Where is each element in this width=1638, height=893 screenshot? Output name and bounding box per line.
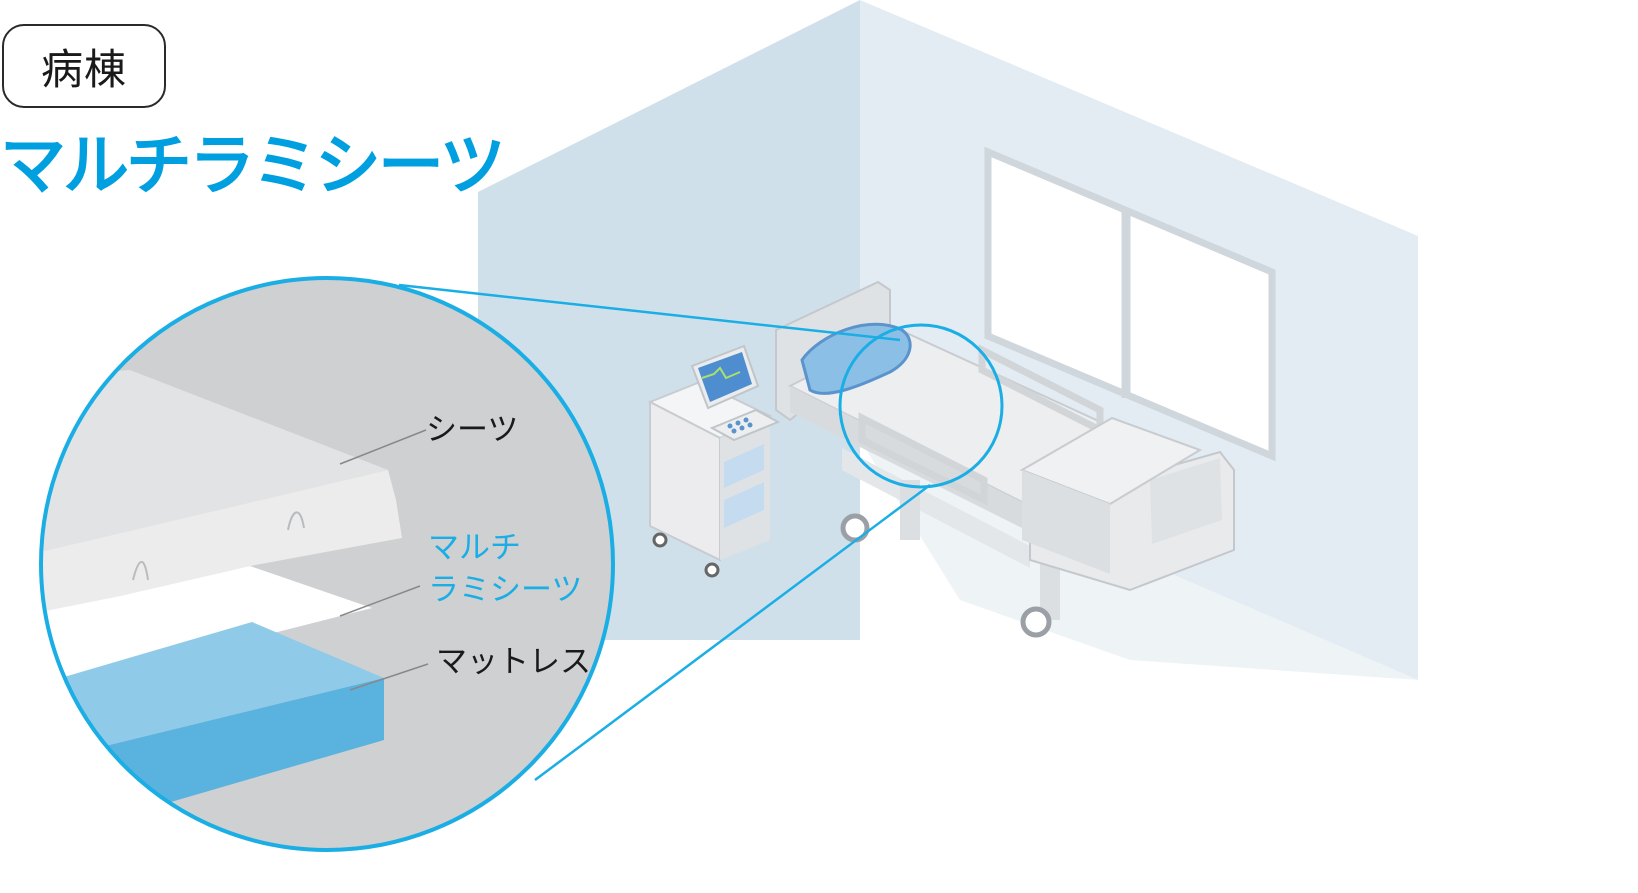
- hospital-bed: [775, 280, 1235, 638]
- medical-monitor-cart: [647, 344, 781, 578]
- product-title: マルチラミシーツ: [0, 127, 506, 204]
- product-label-line2: ラミシーツ: [428, 572, 582, 608]
- category-badge: 病棟: [2, 24, 166, 108]
- category-badge-label: 病棟: [40, 44, 127, 94]
- highlight-ring: [838, 323, 1004, 489]
- connector-line-bottom: [534, 483, 931, 782]
- leader-sheet: [339, 429, 427, 465]
- mattress-top: [41, 622, 384, 762]
- mattress-label: マットレス: [436, 644, 591, 680]
- window: [984, 146, 1276, 462]
- laminated-sheet-layer: [41, 566, 372, 680]
- connector-line-top: [398, 283, 901, 342]
- product-label-line1: マルチ: [428, 530, 521, 566]
- sheet-layer: [41, 370, 388, 552]
- leader-product: [339, 585, 421, 617]
- sheet-label: シーツ: [426, 412, 518, 448]
- cross-section-zoom: [39, 276, 615, 852]
- leader-mattress: [349, 663, 429, 691]
